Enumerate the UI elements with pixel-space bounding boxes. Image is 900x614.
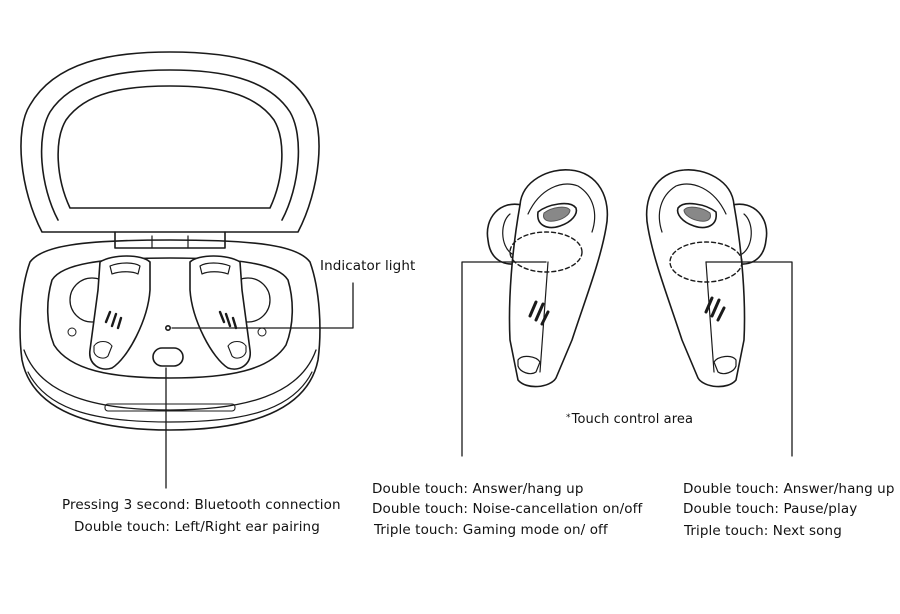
left-leader-line xyxy=(461,261,547,457)
case-lid-inner xyxy=(40,69,300,221)
case-hinge xyxy=(114,231,226,249)
case-lid-panel xyxy=(57,85,283,209)
right-instruction-2: Double touch: Pause/play xyxy=(683,501,858,517)
case-left-earbud xyxy=(89,255,151,370)
case-bowl xyxy=(46,257,294,379)
right-leader-line xyxy=(705,261,793,457)
case-instruction-1: Pressing 3 second: Bluetooth connection xyxy=(62,497,341,513)
left-earbud-body xyxy=(508,169,609,388)
indicator-light-label: Indicator light xyxy=(320,258,416,274)
left-instruction-2: Double touch: Noise-cancellation on/off xyxy=(372,501,643,517)
case-lid xyxy=(20,51,320,233)
right-instruction-3: Triple touch: Next song xyxy=(684,523,842,539)
case-button xyxy=(152,347,184,367)
touch-area-text: Touch control area xyxy=(571,412,694,427)
left-instruction-1: Double touch: Answer/hang up xyxy=(372,481,584,497)
case-instruction-2: Double touch: Left/Right ear pairing xyxy=(74,519,320,535)
left-instruction-3: Triple touch: Gaming mode on/ off xyxy=(374,522,608,538)
touch-area-marker: * xyxy=(566,413,571,423)
right-earbud-body xyxy=(645,169,746,388)
right-instruction-1: Double touch: Answer/hang up xyxy=(683,481,895,497)
touch-area-label: *Touch control area xyxy=(566,409,693,429)
charging-case xyxy=(19,51,321,431)
case-base xyxy=(19,239,321,431)
indicator-light xyxy=(165,324,172,331)
indicator-leader-line xyxy=(171,282,354,329)
left-earbud xyxy=(486,169,609,388)
left-touch-area xyxy=(509,231,583,273)
right-earbud xyxy=(645,169,768,388)
